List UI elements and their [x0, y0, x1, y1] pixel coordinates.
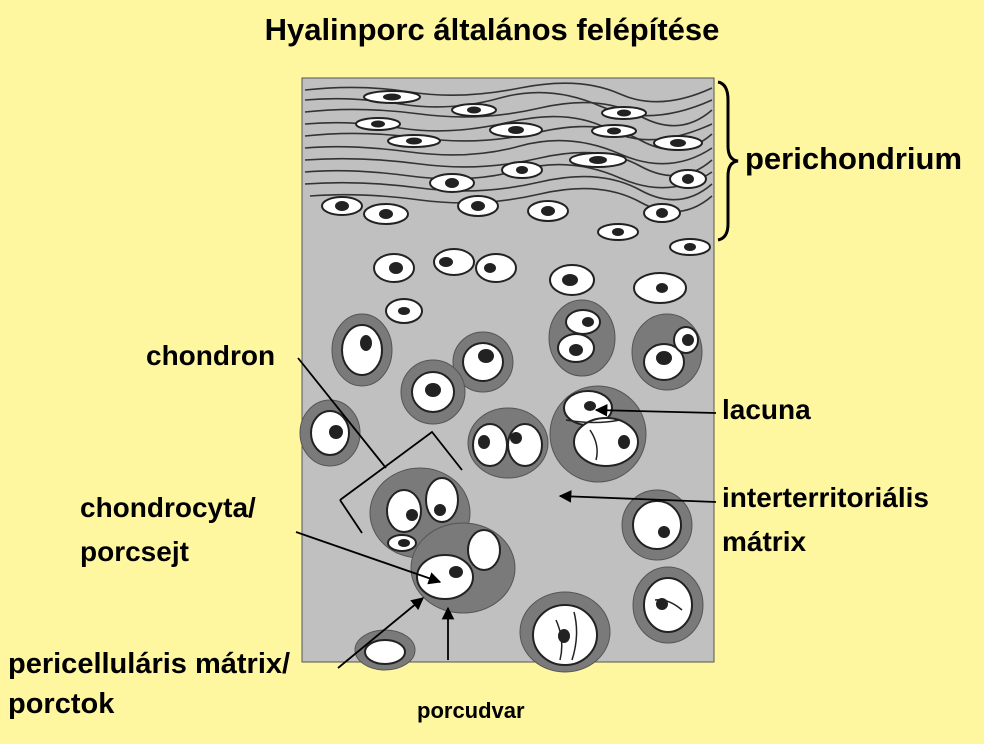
- label-interterritorial-line1: interterritoriális: [722, 482, 929, 513]
- young-nuclei: [389, 257, 668, 315]
- label-chondrocyte-line1: chondrocyta/: [80, 492, 256, 523]
- label-porcudvar: porcudvar: [417, 698, 525, 723]
- chondron-bracket: [339, 430, 463, 501]
- label-interterritorial-line2: mátrix: [722, 526, 807, 557]
- label-chondron: chondron: [146, 340, 276, 371]
- lacuna: [632, 500, 682, 550]
- lacuna-arrow: [594, 403, 717, 417]
- cell-division-lines: [555, 419, 683, 661]
- lacuna: [467, 529, 501, 571]
- lacuna: [643, 577, 693, 633]
- diagram-title: Hyalinporc általános felépítése: [264, 12, 720, 47]
- lacuna: [416, 554, 474, 600]
- lacuna: [341, 324, 383, 376]
- chondrocyte-nuclei: [329, 317, 694, 643]
- interterritorial-arrow: [558, 490, 717, 503]
- lacuna: [425, 477, 459, 523]
- perichondrial-nuclei: [335, 93, 696, 251]
- lacuna: [507, 423, 543, 467]
- young-chondrocyte: [433, 248, 475, 276]
- label-chondrocyte-line2: porcsejt: [80, 536, 189, 567]
- label-pericellular-line1: pericelluláris mátrix/: [8, 648, 291, 680]
- lacuna: [472, 423, 508, 467]
- label-pericellular-line2: porctok: [8, 688, 115, 720]
- label-lacuna: lacuna: [722, 394, 811, 425]
- chondron-pointer-line: [297, 357, 387, 469]
- pericellular-arrow: [337, 597, 424, 669]
- lacuna: [386, 489, 422, 533]
- chondrocyte-arrow: [295, 531, 442, 585]
- label-perichondrium: perichondrium: [745, 141, 963, 176]
- lacunae: [310, 309, 699, 666]
- chondron-pointer-line-2: [339, 499, 363, 534]
- lacuna: [364, 639, 406, 665]
- perichondrium-brace: [717, 80, 739, 242]
